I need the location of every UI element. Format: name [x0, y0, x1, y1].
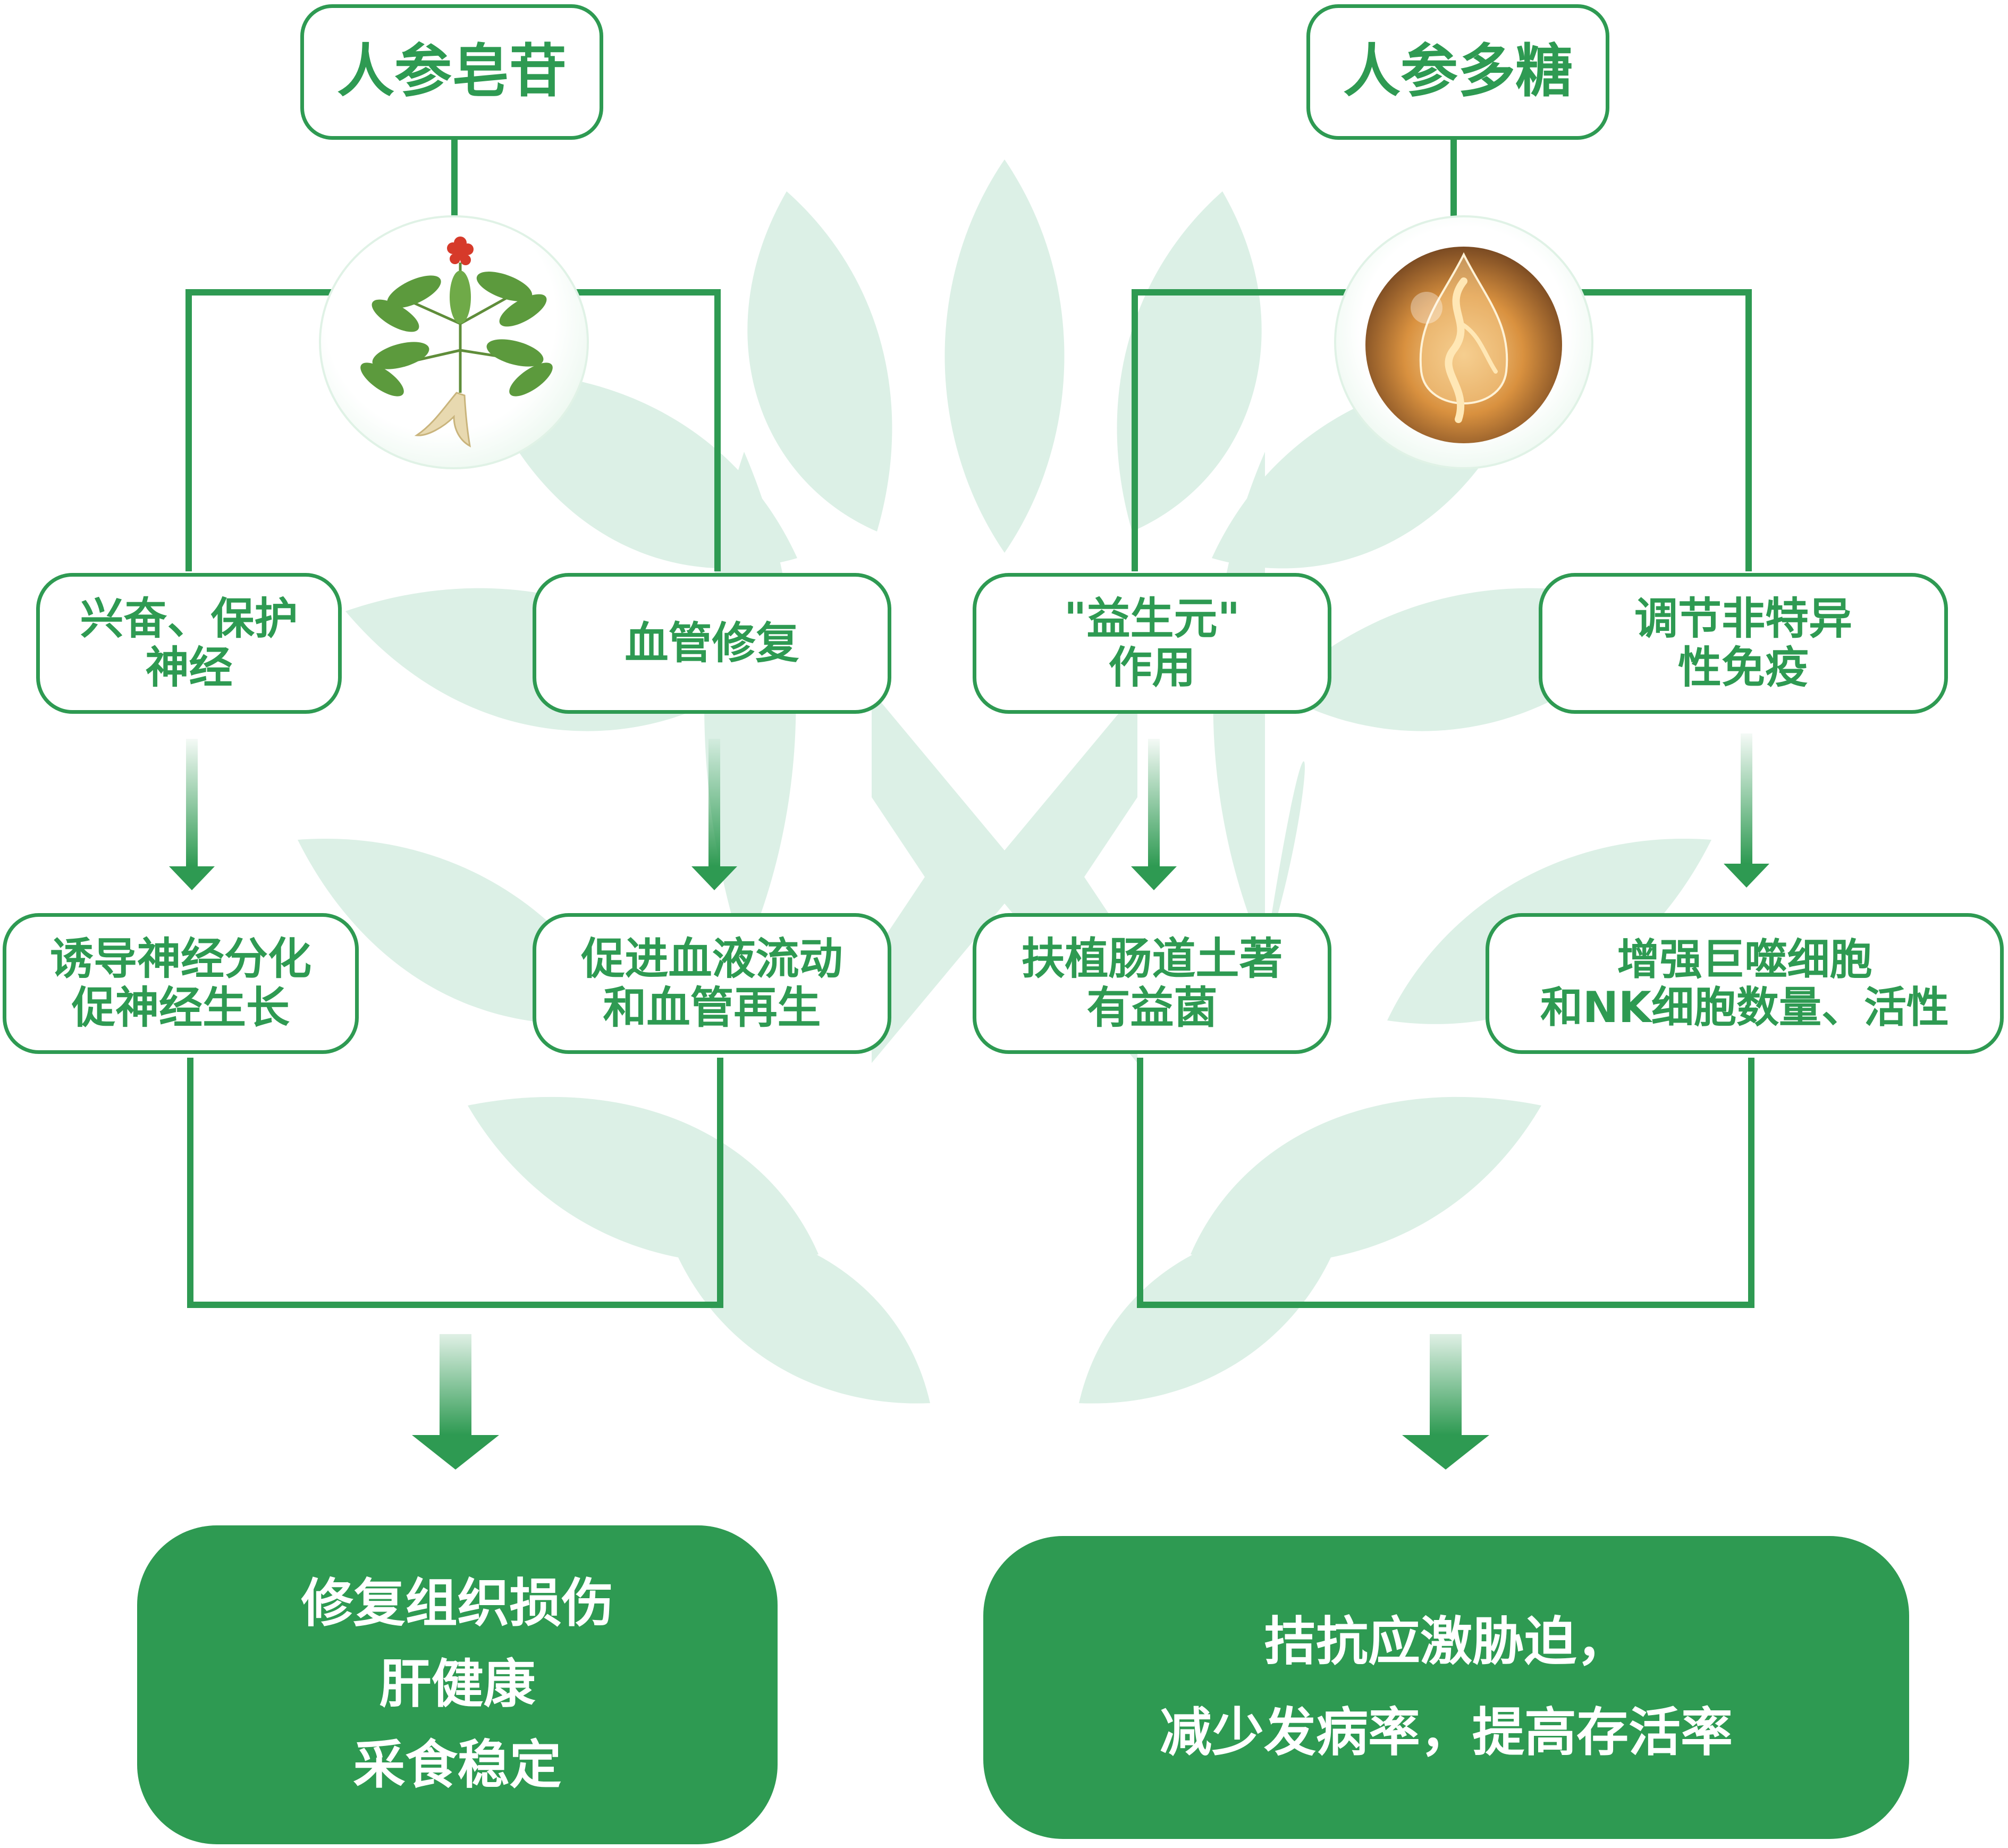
right-branch2-top-line2: 性免疫 [1677, 642, 1809, 693]
left-branch2-top-box: 血管修复 [533, 573, 891, 714]
ginseng-plant-icon [360, 237, 553, 448]
left-branch1-bottom-line1: 诱导神经分化 [49, 933, 311, 984]
right-branch2-bottom-line2: 和NK细胞数量、活性 [1540, 982, 1949, 1032]
right-branch1-top-line1: "益生元" [1064, 593, 1241, 644]
right-title: 人参多糖 [1343, 38, 1573, 105]
left-branch1-top-line1: 兴奋、保护 [80, 593, 298, 644]
right-result-line1: 拮抗应激胁迫， [1263, 1611, 1629, 1672]
left-result-line2: 肝健康 [379, 1654, 536, 1715]
left-branch1-top-line2: 神经 [145, 642, 233, 693]
left-branch2-bottom-box: 促进血液流动 和血管再生 [533, 913, 891, 1054]
ginseng-plant-image [319, 215, 589, 469]
right-branch1-bottom-line2: 有益菌 [1086, 982, 1218, 1033]
right-branch2-bottom-line1: 增强巨噬细胞 [1617, 934, 1872, 984]
left-branch2-bottom-line1: 促进血液流动 [581, 933, 843, 984]
left-branch1-bottom-line2: 促神经生长 [71, 982, 290, 1033]
left-branch1-bottom-box: 诱导神经分化 促神经生长 [3, 913, 359, 1054]
right-branch1-top-line2: 作用 [1108, 642, 1196, 693]
right-branch2-bottom-box: 增强巨噬细胞 和NK细胞数量、活性 [1486, 913, 2004, 1054]
left-branch1-top-box: 兴奋、保护 神经 [36, 573, 342, 714]
left-result-line1: 修复组织损伤 [301, 1573, 614, 1634]
right-branch1-top-box: "益生元" 作用 [973, 573, 1331, 714]
left-title: 人参皂苷 [336, 38, 567, 105]
left-title-box: 人参皂苷 [300, 4, 603, 140]
ginseng-droplet-image [1334, 215, 1593, 469]
right-branch2-top-box: 调节非特异 性免疫 [1539, 573, 1948, 714]
right-branch1-bottom-line1: 扶植肠道土著 [1021, 933, 1283, 984]
left-result-box: 修复组织损伤 肝健康 采食稳定 [137, 1525, 778, 1844]
ginseng-in-droplet-icon [1365, 247, 1562, 443]
right-result-box: 拮抗应激胁迫， 减少发病率，提高存活率 [983, 1536, 1909, 1839]
left-branch2-top-line1: 血管修复 [625, 618, 799, 669]
left-result-line3: 采食稳定 [353, 1734, 562, 1795]
right-title-box: 人参多糖 [1306, 4, 1609, 140]
right-branch2-top-line1: 调节非特异 [1634, 593, 1852, 644]
left-branch2-bottom-line2: 和血管再生 [603, 982, 821, 1033]
right-branch1-bottom-box: 扶植肠道土著 有益菌 [973, 913, 1331, 1054]
right-result-line2: 减少发病率，提高存活率 [1159, 1702, 1733, 1763]
